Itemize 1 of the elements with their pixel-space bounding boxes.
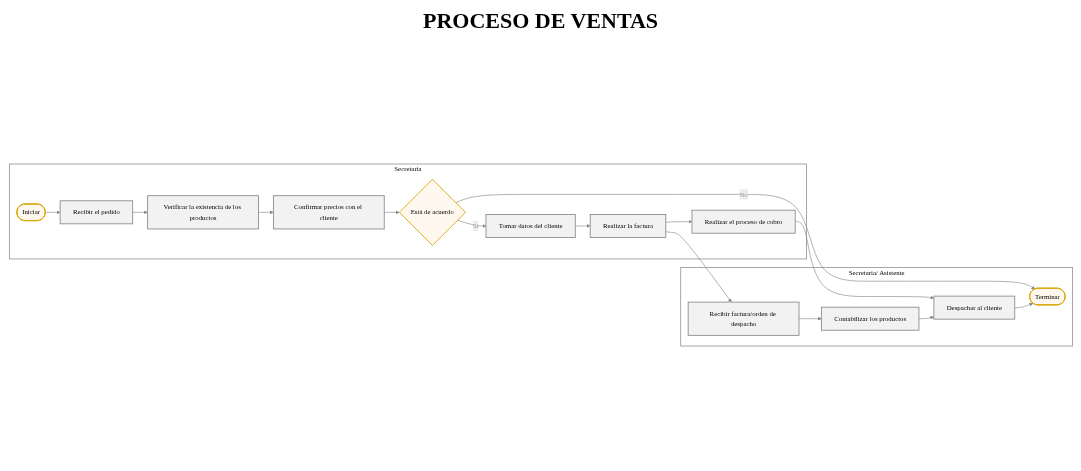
- diagram-title: PROCESO DE VENTAS: [422, 8, 659, 34]
